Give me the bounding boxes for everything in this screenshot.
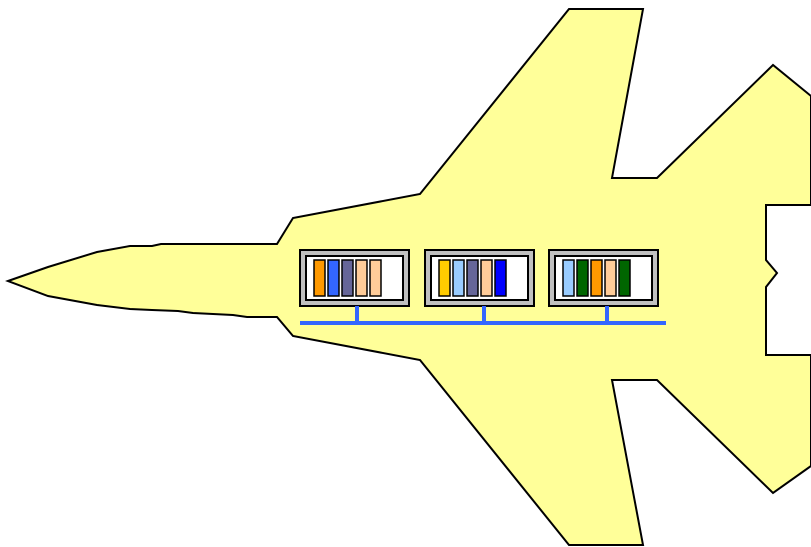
module-card [341, 259, 354, 297]
avionics-module [424, 249, 535, 323]
module-card [369, 259, 382, 297]
module-card [604, 259, 617, 297]
avionics-module [548, 249, 659, 323]
module-card [590, 259, 603, 297]
module-card [576, 259, 589, 297]
module-card [480, 259, 493, 297]
module-card [438, 259, 451, 297]
module-card [494, 259, 507, 297]
module-card [466, 259, 479, 297]
module-card [562, 259, 575, 297]
module-card [355, 259, 368, 297]
modules-layer [299, 249, 659, 323]
avionics-module [299, 249, 410, 323]
module-card [618, 259, 631, 297]
module-card [327, 259, 340, 297]
module-card [313, 259, 326, 297]
module-card [452, 259, 465, 297]
